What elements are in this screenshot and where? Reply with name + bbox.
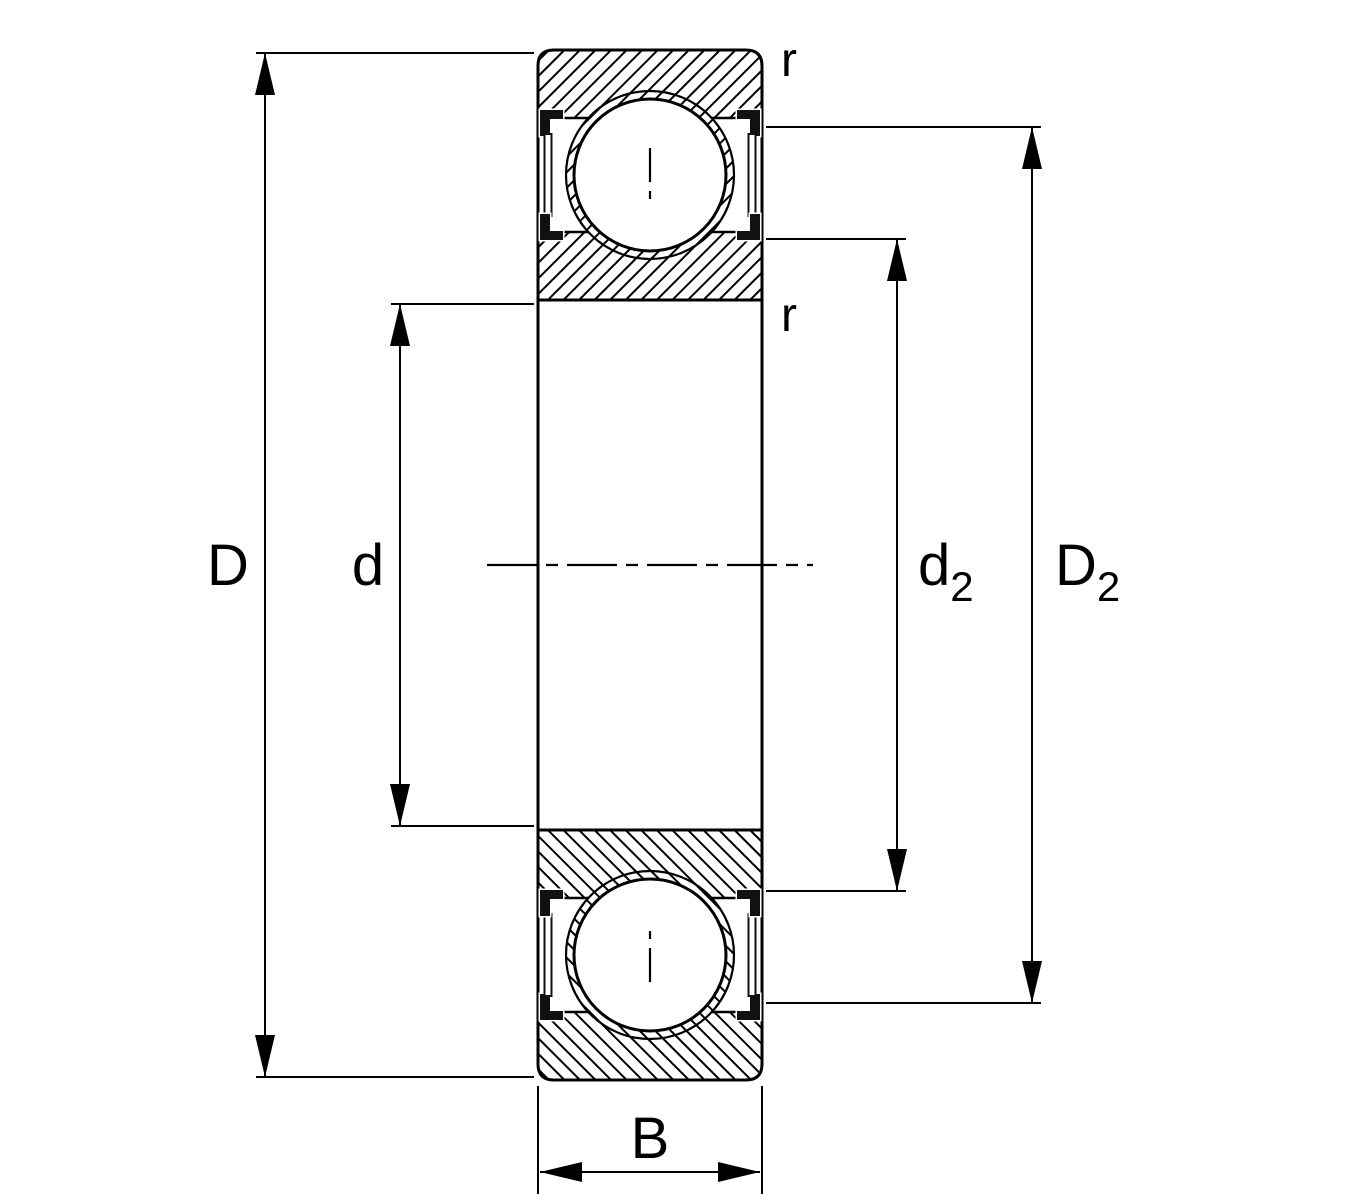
shield-right-outer-anchor — [735, 108, 762, 138]
bearing-section-top — [536, 48, 764, 302]
arrowhead-down — [887, 849, 907, 891]
section-outline — [536, 48, 764, 302]
label-r-outer: r — [781, 34, 797, 87]
shield-left — [538, 108, 565, 242]
label-r-inner: r — [781, 289, 797, 342]
raceway-groove — [564, 89, 736, 261]
shield-left-inner-lip — [538, 212, 565, 242]
label-D2: D2 — [1055, 533, 1120, 610]
arrowhead-left — [540, 1162, 582, 1182]
label-B: B — [631, 1106, 670, 1171]
dim-d2: d2 — [766, 238, 974, 892]
arrowhead-down — [1022, 961, 1042, 1003]
arrowhead-up — [390, 304, 410, 346]
shield-right-plate — [747, 133, 757, 217]
arrowhead-right — [718, 1162, 760, 1182]
dim-B: B — [537, 1086, 763, 1194]
label-d2: d2 — [918, 533, 974, 610]
arrowhead-up — [1022, 127, 1042, 169]
arrowhead-down — [390, 784, 410, 826]
bearing-section-bottom — [536, 828, 764, 1082]
arrowhead-down — [255, 1035, 275, 1077]
shield-left-outer-anchor — [538, 108, 565, 138]
dim-D: D — [207, 52, 534, 1078]
arrowhead-up — [255, 53, 275, 95]
label-d: d — [352, 533, 384, 598]
shield-right — [735, 108, 762, 242]
label-D: D — [207, 533, 249, 598]
shield-left-plate — [543, 133, 553, 217]
arrowhead-up — [887, 239, 907, 281]
dim-D2: D2 — [766, 126, 1120, 1004]
dim-d: d — [352, 303, 534, 827]
shield-right-inner-lip — [735, 212, 762, 242]
